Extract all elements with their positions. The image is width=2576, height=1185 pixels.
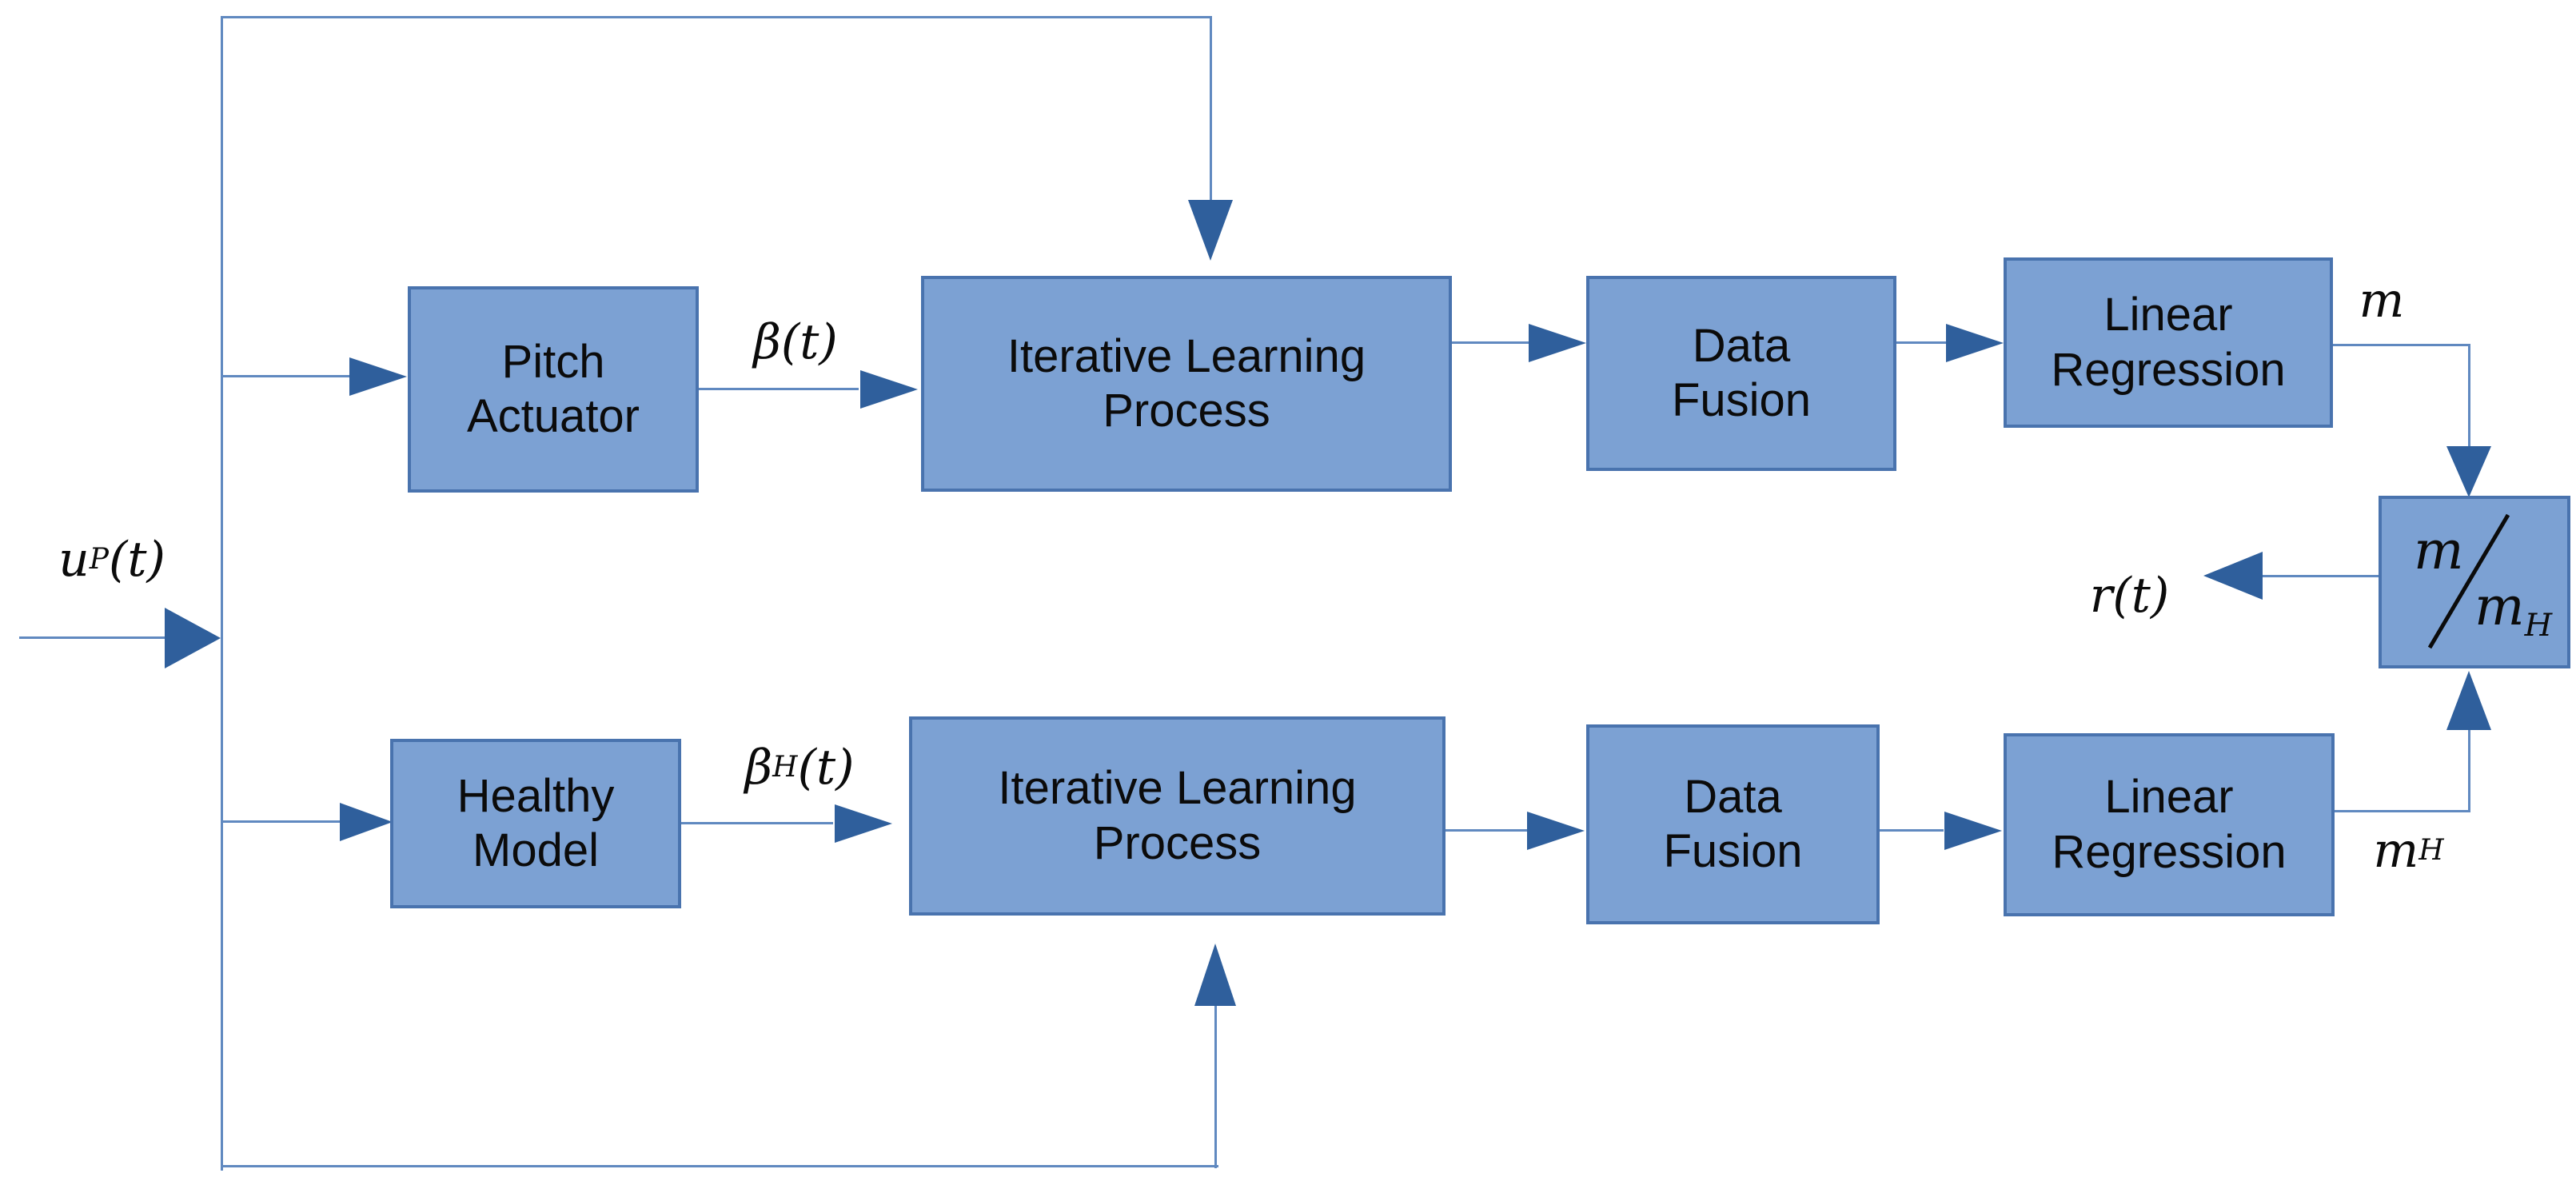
arrowhead-input-icon [165,608,221,668]
connector-feedback-bottom-vertical [1214,1006,1217,1168]
arrowhead-m-into-ratio-icon [2446,446,2491,497]
connector-feedback-bottom-horizontal [221,1165,1218,1167]
connector-bus-to-pitch-actuator [223,375,351,377]
block-label-ilp-bottom: Iterative Learning Process [998,762,1357,869]
connector-ilp-to-fusion-bottom [1446,829,1529,832]
signal-label-m: m [2335,266,2429,335]
block-linear-regression-top: Linear Regression [2004,257,2333,428]
arrowhead-fusion-top-icon [1529,324,1586,362]
arrowhead-m-healthy-into-ratio-icon [2446,671,2491,730]
connector-fusion-to-regression-top [1896,341,1949,344]
block-label-data-fusion-bottom: Data Fusion [1663,770,1803,877]
signal-m-healthy-base: m [2373,823,2419,879]
connector-m-horizontal [2333,344,2470,346]
signal-input-args: (t) [108,532,165,588]
ratio-denominator: mH [2474,581,2552,641]
signal-label-output: r(t) [2076,557,2183,635]
signal-beta-args: (t) [780,313,838,370]
signal-beta-base: β [753,313,781,370]
block-ratio: m mH [2379,496,2570,668]
connector-feedback-top-vertical [1210,16,1212,200]
arrowhead-regression-top-icon [1946,324,2004,362]
connector-m-healthy-horizontal [2335,810,2470,812]
block-label-healthy-model: Healthy Model [457,769,615,876]
connector-beta-healthy [681,822,833,824]
block-healthy-model: Healthy Model [390,739,681,908]
connector-input-bus-vertical [221,16,223,1171]
signal-m-base: m [2359,273,2405,329]
block-iterative-learning-process-bottom: Iterative Learning Process [909,716,1446,916]
block-label-linear-regression-bottom: Linear Regression [2052,771,2287,878]
arrowhead-beta-healthy-icon [835,804,892,843]
connector-feedback-top-horizontal [221,16,1212,18]
connector-input-signal [19,636,166,639]
block-label-linear-regression-top: Linear Regression [2051,289,2286,396]
arrowhead-regression-bottom-icon [1944,812,2002,850]
arrowhead-feedback-top-icon [1188,200,1233,261]
connector-beta [699,388,859,390]
block-iterative-learning-process-top: Iterative Learning Process [921,276,1452,492]
connector-output [2263,575,2379,577]
block-data-fusion-top: Data Fusion [1586,276,1896,471]
signal-input-base: u [58,532,90,588]
arrowhead-healthy-model-icon [340,803,393,841]
connector-m-healthy-vertical [2468,729,2470,812]
signal-beta-healthy-args: (t) [797,740,855,796]
arrowhead-output-icon [2203,552,2263,600]
connector-bus-to-healthy-model [223,820,343,823]
connector-m-vertical [2468,344,2470,448]
block-label-pitch-actuator: Pitch Actuator [467,335,640,442]
signal-beta-healthy-base: β [744,740,773,796]
arrowhead-pitch-actuator-icon [349,357,407,396]
arrowhead-beta-icon [860,370,918,409]
ratio-denominator-base: m [2474,576,2525,637]
signal-output-args: (t) [2112,568,2170,624]
arrowhead-fusion-bottom-icon [1527,812,1585,850]
signal-label-beta: β(t) [728,308,863,376]
ratio-numerator: m [2414,520,2464,581]
connector-ilp-to-fusion-top [1452,341,1532,344]
block-pitch-actuator: Pitch Actuator [408,286,699,493]
block-linear-regression-bottom: Linear Regression [2004,733,2335,916]
ratio-slash-icon [2427,513,2510,649]
block-label-data-fusion-top: Data Fusion [1671,319,1812,426]
ratio-denominator-sub: H [2524,606,2553,644]
block-label-ilp-top: Iterative Learning Process [1007,329,1366,437]
connector-fusion-to-regression-bottom [1880,829,1944,832]
ratio-slash-line [2427,513,2510,649]
arrowhead-feedback-bottom-icon [1194,944,1236,1006]
block-data-fusion-bottom: Data Fusion [1586,724,1880,924]
signal-output-base: r [2089,568,2113,624]
